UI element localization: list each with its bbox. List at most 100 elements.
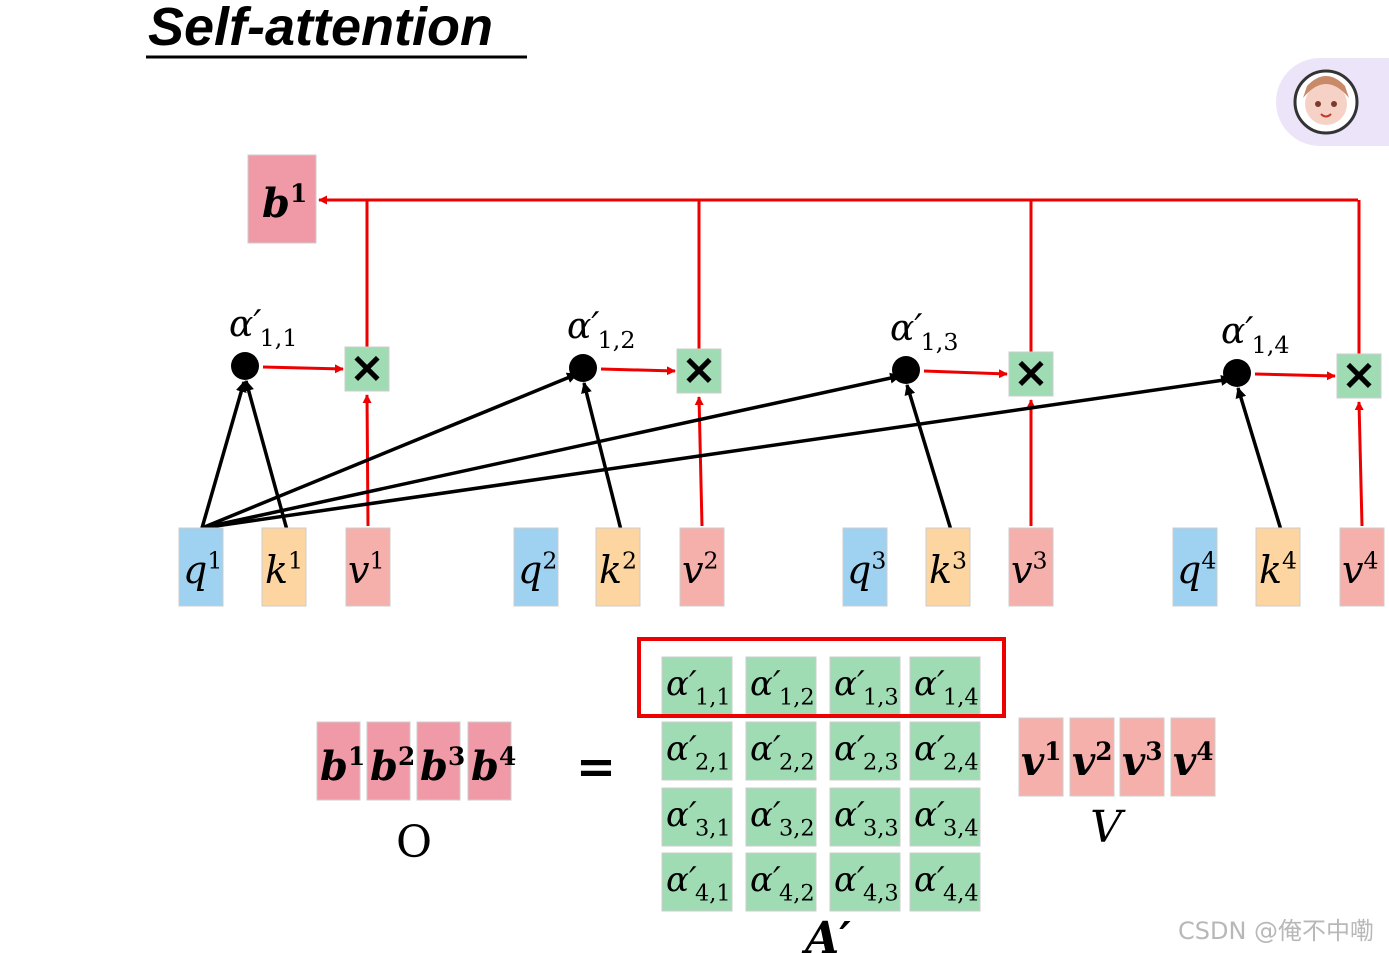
attention-matrix-cell-1-3: [829, 656, 901, 716]
attention-matrix-label-1-3-base: α′: [834, 664, 865, 704]
output-b1-label: b1: [262, 179, 307, 227]
anime-avatar-icon: [1293, 69, 1359, 135]
attention-matrix-cell-2-4: [909, 721, 981, 781]
attention-matrix-name: A′: [801, 913, 851, 953]
attention-matrix-label-2-4-base: α′: [914, 729, 945, 769]
output-matrix-cell-1: [316, 721, 361, 801]
key-label-3: k3: [929, 547, 967, 592]
key-label-4-base: k: [1259, 548, 1282, 592]
attention-matrix-cell-4-1: [661, 852, 733, 912]
output-matrix-label-1: b1: [320, 742, 365, 790]
attention-matrix-label-3-1-base: α′: [666, 795, 697, 835]
attention-matrix-label-4-2-base: α′: [750, 860, 781, 900]
multiply-box-3: [1008, 351, 1054, 397]
value-label-2-base: v: [682, 548, 704, 592]
attention-score-node-1: [231, 352, 259, 380]
attention-matrix-label-2-2-sub: 2,2: [779, 750, 815, 776]
attention-score-label-4-sub: 1,4: [1252, 331, 1290, 359]
attention-matrix-cell-3-4: [909, 787, 981, 847]
query-box-2: [513, 527, 559, 607]
attention-matrix-label-3-4: α′3,4: [914, 795, 979, 842]
attention-matrix-cell-2-2: [745, 721, 817, 781]
multiply-icon: ✕: [1342, 353, 1376, 400]
attention-score-label-4-base: α′: [1221, 311, 1253, 352]
output-matrix-label-1-base: b: [320, 743, 348, 790]
attention-matrix-label-3-2-base: α′: [750, 795, 781, 835]
value-matrix-cell-2: [1069, 717, 1115, 797]
value-matrix-name: V: [1090, 802, 1126, 853]
attention-matrix-cell-4-3: [829, 852, 901, 912]
attention-matrix-label-2-4-sub: 2,4: [943, 750, 979, 776]
value-label-4: v4: [1342, 547, 1378, 592]
key-label-3-sup: 3: [952, 547, 967, 575]
value-box-2: [679, 527, 725, 607]
attention-matrix-label-3-3-base: α′: [834, 795, 865, 835]
value-matrix-label-2: v2: [1072, 737, 1113, 785]
value-matrix-label-4-sup: 4: [1196, 737, 1213, 766]
attention-matrix-label-1-2: α′1,2: [750, 664, 815, 711]
attention-matrix-label-2-4: α′2,4: [914, 729, 979, 776]
value-box-4: [1339, 527, 1385, 607]
output-matrix-label-2-sup: 2: [398, 742, 415, 771]
attention-matrix-label-3-4-sub: 3,4: [943, 816, 979, 842]
output-matrix-label-4-base: b: [471, 743, 499, 790]
attention-matrix-label-1-1: α′1,1: [666, 664, 731, 711]
attention-matrix-label-3-2: α′3,2: [750, 795, 815, 842]
query-box-4: [1172, 527, 1218, 607]
multiply-box-2: [676, 348, 722, 394]
score-to-multiply-arrow-2: [600, 366, 676, 376]
attention-matrix-label-4-3-base: α′: [834, 860, 865, 900]
attention-matrix-label-4-2: α′4,2: [750, 860, 815, 907]
attention-matrix-label-4-1-base: α′: [666, 860, 697, 900]
output-b1-label-base: b: [262, 180, 290, 227]
value-label-4-sup: 4: [1363, 547, 1378, 575]
value-to-multiply-arrow-2: [694, 396, 704, 527]
score-to-multiply-arrow-4: [1254, 371, 1336, 381]
output-matrix-label-3: b3: [420, 742, 465, 790]
value-box-1: [345, 527, 391, 607]
attention-matrix-label-2-3-sub: 2,3: [863, 750, 899, 776]
attention-matrix-label-4-3-sub: 4,3: [863, 881, 899, 907]
query-to-score-arrow-3: [201, 372, 902, 530]
value-matrix-label-3-base: v: [1122, 738, 1146, 785]
key-label-1: k1: [265, 547, 303, 592]
page-title: Self-attention: [148, 0, 493, 57]
output-matrix-label-3-sup: 3: [448, 742, 465, 771]
query-to-score-arrow-4: [201, 374, 1233, 530]
value-matrix-cell-1: [1018, 717, 1064, 797]
output-matrix-label-2: b2: [370, 742, 415, 790]
score-to-multiply-arrow-1: [262, 364, 344, 374]
attention-score-label-1-sub: 1,1: [260, 324, 298, 352]
attention-matrix-label-1-4-sub: 1,4: [943, 685, 979, 711]
output-matrix-label-4-sup: 4: [499, 742, 516, 771]
attention-matrix-label-4-4: α′4,4: [914, 860, 979, 907]
query-label-1-sup: 1: [207, 547, 222, 575]
query-label-3: q3: [847, 547, 886, 592]
attention-matrix-cell-4-4: [909, 852, 981, 912]
multiply-icon: ✕: [1014, 351, 1048, 398]
attention-matrix-cell-3-2: [745, 787, 817, 847]
query-to-score-arrow-1: [200, 380, 247, 529]
attention-score-label-1: α′1,1: [229, 304, 297, 352]
key-label-1-sup: 1: [288, 547, 303, 575]
attention-matrix-label-3-4-base: α′: [914, 795, 945, 835]
attention-matrix-label-1-4: α′1,4: [914, 664, 979, 711]
query-box-1: [178, 527, 224, 607]
value-label-2: v2: [682, 547, 718, 592]
query-label-4-sup: 4: [1201, 547, 1216, 575]
multiply-box-1: [344, 346, 390, 392]
query-label-2-sup: 2: [542, 547, 557, 575]
key-box-4: [1255, 527, 1301, 607]
output-matrix-name: O: [396, 817, 432, 868]
output-matrix-label-1-sup: 1: [348, 742, 365, 771]
attention-matrix-label-2-2-base: α′: [750, 729, 781, 769]
value-label-1-base: v: [348, 548, 370, 592]
attention-matrix-label-2-1: α′2,1: [666, 729, 731, 776]
attention-matrix-label-3-2-sub: 3,2: [779, 816, 815, 842]
query-label-4-base: q: [1177, 548, 1201, 592]
output-b1-box: [247, 154, 317, 244]
key-box-2: [595, 527, 641, 607]
key-label-3-base: k: [929, 548, 952, 592]
attention-matrix-label-4-4-base: α′: [914, 860, 945, 900]
